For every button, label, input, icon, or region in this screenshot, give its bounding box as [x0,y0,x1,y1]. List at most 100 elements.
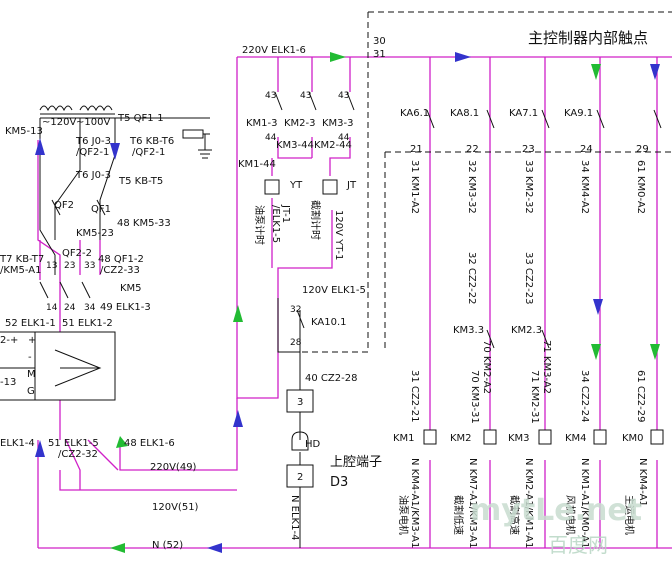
c-oil-timer: 油泵计时 [253,205,266,245]
col-low: 71 KM2-31 [529,370,540,424]
col-desc: 截割高速 [508,495,521,535]
c-n44a: 44 [265,133,277,143]
col-coil: KM1 [393,433,415,444]
c-n43a: 43 [265,91,276,101]
c-cz228: 40 CZ2-28 [305,373,357,384]
left-elk15: 51 ELK1-5 [48,438,99,449]
left-elk13: 49 ELK1-3 [100,302,151,313]
col-km: KM3.3 [453,325,484,336]
left-n14: 14 [46,303,58,313]
col-low: 31 CZ2-21 [409,370,420,422]
left-plus: + [28,335,36,346]
flow-arrows [35,52,660,553]
c-n44b: 44 [338,133,350,143]
column-4: 29 61 KM0-A2 61 CZ2-29 KM0 N KM4-A1 主运电机 [622,144,649,535]
c-hd: HD [305,439,321,450]
left-cz233: /CZ2-33 [100,265,140,276]
col-num: 21 [410,144,423,155]
c-cut-timer: 截割计时 [309,200,322,240]
fuse [182,129,204,139]
c-km144: KM1-44 [238,159,276,170]
left-qf12: 48 QF1-2 [98,254,144,265]
col-low: 70 KM3-31 [469,370,480,424]
col-num: 23 [522,144,535,155]
left-qf22: QF2-2 [62,248,92,259]
bus-neutral-label: N (52) [152,540,183,551]
left-qf1: QF1 [91,204,111,215]
left-n23: 23 [64,261,75,271]
meter-box [34,331,116,401]
col-top: 33 KM2-32 [523,160,534,214]
transformer [39,105,115,115]
col-low: 61 CZ2-29 [635,370,646,422]
c-km23: KM2-3 [284,118,316,129]
c-n43c: 43 [338,91,349,101]
col-mid: 33 CZ2-23 [523,252,534,304]
left-t5kb: T5 KB-T5 [118,176,163,187]
left-km523: KM5-23 [76,228,114,239]
c-n2: 2 [297,472,303,483]
col-desc: 风机电机 [564,495,577,535]
col-top: 61 KM0-A2 [635,160,646,214]
left-qf21: /QF2-1 [76,147,109,158]
highlight-wires [37,56,672,549]
coils [264,179,664,488]
col-ka: KA9.1 [564,108,593,119]
watermark-brand: 百度网 [548,533,608,557]
left-m: M [27,369,36,380]
column-1: KA8.1 22 32 KM3-32 32 CZ2-22 KM3.3 70 KM… [450,108,492,548]
c-elk15: /ELK1-5 [270,205,281,243]
left-elk12: 51 ELK1-2 [62,318,113,329]
col-mid: 32 CZ2-22 [466,252,477,304]
c-km244: KM2-44 [314,140,352,151]
left-km5: KM5 [120,283,142,294]
left-minus: - [28,352,32,363]
left-v120: ~120V [42,117,76,128]
c-d3: D3 [330,475,348,490]
left-n33: 33 [84,261,95,271]
contacts [39,91,662,349]
col-kmn: 70 KM2-A2 [481,340,492,394]
col-low: 34 CZ2-24 [579,370,590,422]
c-km13: KM1-3 [246,118,278,129]
c-n28: 28 [290,338,302,348]
c-yt1: 120V YT-1 [333,210,344,260]
left-n34: 34 [84,303,96,313]
left-n13b: -13 [0,377,16,388]
c-jt1: JT-1 [280,204,291,223]
col-top: 34 KM4-A2 [579,160,590,214]
column-3: KA9.1 24 34 KM4-A2 34 CZ2-24 KM4 N KM1-A… [564,108,593,548]
node-30: 30 [373,36,386,47]
left-km513: KM5-13 [5,126,43,137]
left-qf2: QF2 [54,200,74,211]
node-31: 31 [373,49,386,60]
c-nelk14: N ELK1-4 [289,495,300,540]
col-bot: N KM2-A1/KM1-A1 [523,458,534,548]
column-0: KA6.1 21 31 KM1-A2 31 CZ2-21 KM1 N KM4-A… [393,108,429,548]
c-terminal: 上腔端子 [330,455,382,470]
col-bot: N KM4-A1 [637,458,648,507]
column-2: KA7.1 23 33 KM2-32 33 CZ2-23 KM2.3 71 KM… [508,108,552,548]
left-cz232: /CZ2-32 [58,449,98,460]
left-t6jo: T6 J0-3 [75,136,111,147]
col-kmn: 71 KM3-A2 [541,340,552,394]
left-t7kb: T7 KB-T7 [0,254,44,265]
col-top: 32 KM3-32 [466,160,477,214]
c-ka101: KA10.1 [311,317,347,328]
col-bot: N KM4-A1/KM3-A1 [409,458,420,548]
col-desc: 油泵电机 [397,495,410,535]
left-km5a1: /KM5-A1 [0,265,42,276]
col-num: 24 [580,144,593,155]
col-bot: N KM7-A1/KM3-A1 [467,458,478,548]
bus-mid-label: 120V ELK1-5 [302,285,366,296]
left-g: G [27,386,35,397]
left-elk14: ELK1-4 [0,438,35,449]
c-jt: JT [346,180,357,191]
left-km533: 48 KM5-33 [117,218,171,229]
bus-120-label: 120V(51) [152,502,199,513]
col-ka: KA8.1 [450,108,479,119]
col-num: 29 [636,144,649,155]
col-coil: KM0 [622,433,644,444]
bus-top-label: 220V ELK1-6 [242,45,306,56]
c-km33: KM3-3 [322,118,354,129]
